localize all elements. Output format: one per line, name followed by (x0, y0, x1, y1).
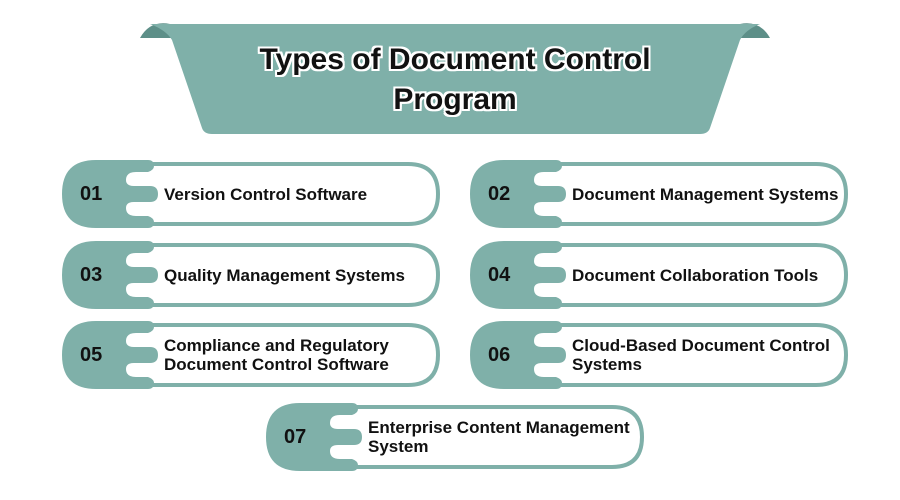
item-number: 03 (80, 264, 103, 286)
list-item: 03 Quality Management Systems (62, 241, 442, 309)
item-label: Document Management Systems (572, 184, 839, 204)
list-item: 04 Document Collaboration Tools (470, 241, 850, 309)
item-label: Enterprise Content Management System (368, 418, 630, 456)
item-label: Document Collaboration Tools (572, 265, 819, 285)
item-label: Compliance and Regulatory Document Contr… (164, 336, 389, 374)
item-number: 05 (80, 344, 103, 366)
title-line-1: Types of Document Control (259, 43, 651, 76)
item-number: 01 (80, 183, 103, 205)
page-title: Types of Document Control Program (200, 40, 710, 120)
list-item: 01 Version Control Software (62, 160, 442, 228)
item-label: Quality Management Systems (164, 265, 405, 285)
list-item: 02 Document Management Systems (470, 160, 850, 228)
item-number: 07 (284, 426, 307, 448)
item-label: Version Control Software (164, 184, 368, 204)
item-number: 06 (488, 344, 511, 366)
list-item: 05 Compliance and Regulatory Document Co… (62, 321, 442, 389)
item-number: 02 (488, 183, 511, 205)
item-label: Cloud-Based Document Control Systems (572, 336, 830, 374)
item-number: 04 (488, 264, 511, 286)
title-line-2: Program (393, 83, 517, 116)
list-item: 06 Cloud-Based Document Control Systems (470, 321, 850, 389)
list-item: 07 Enterprise Content Management System (266, 403, 646, 471)
